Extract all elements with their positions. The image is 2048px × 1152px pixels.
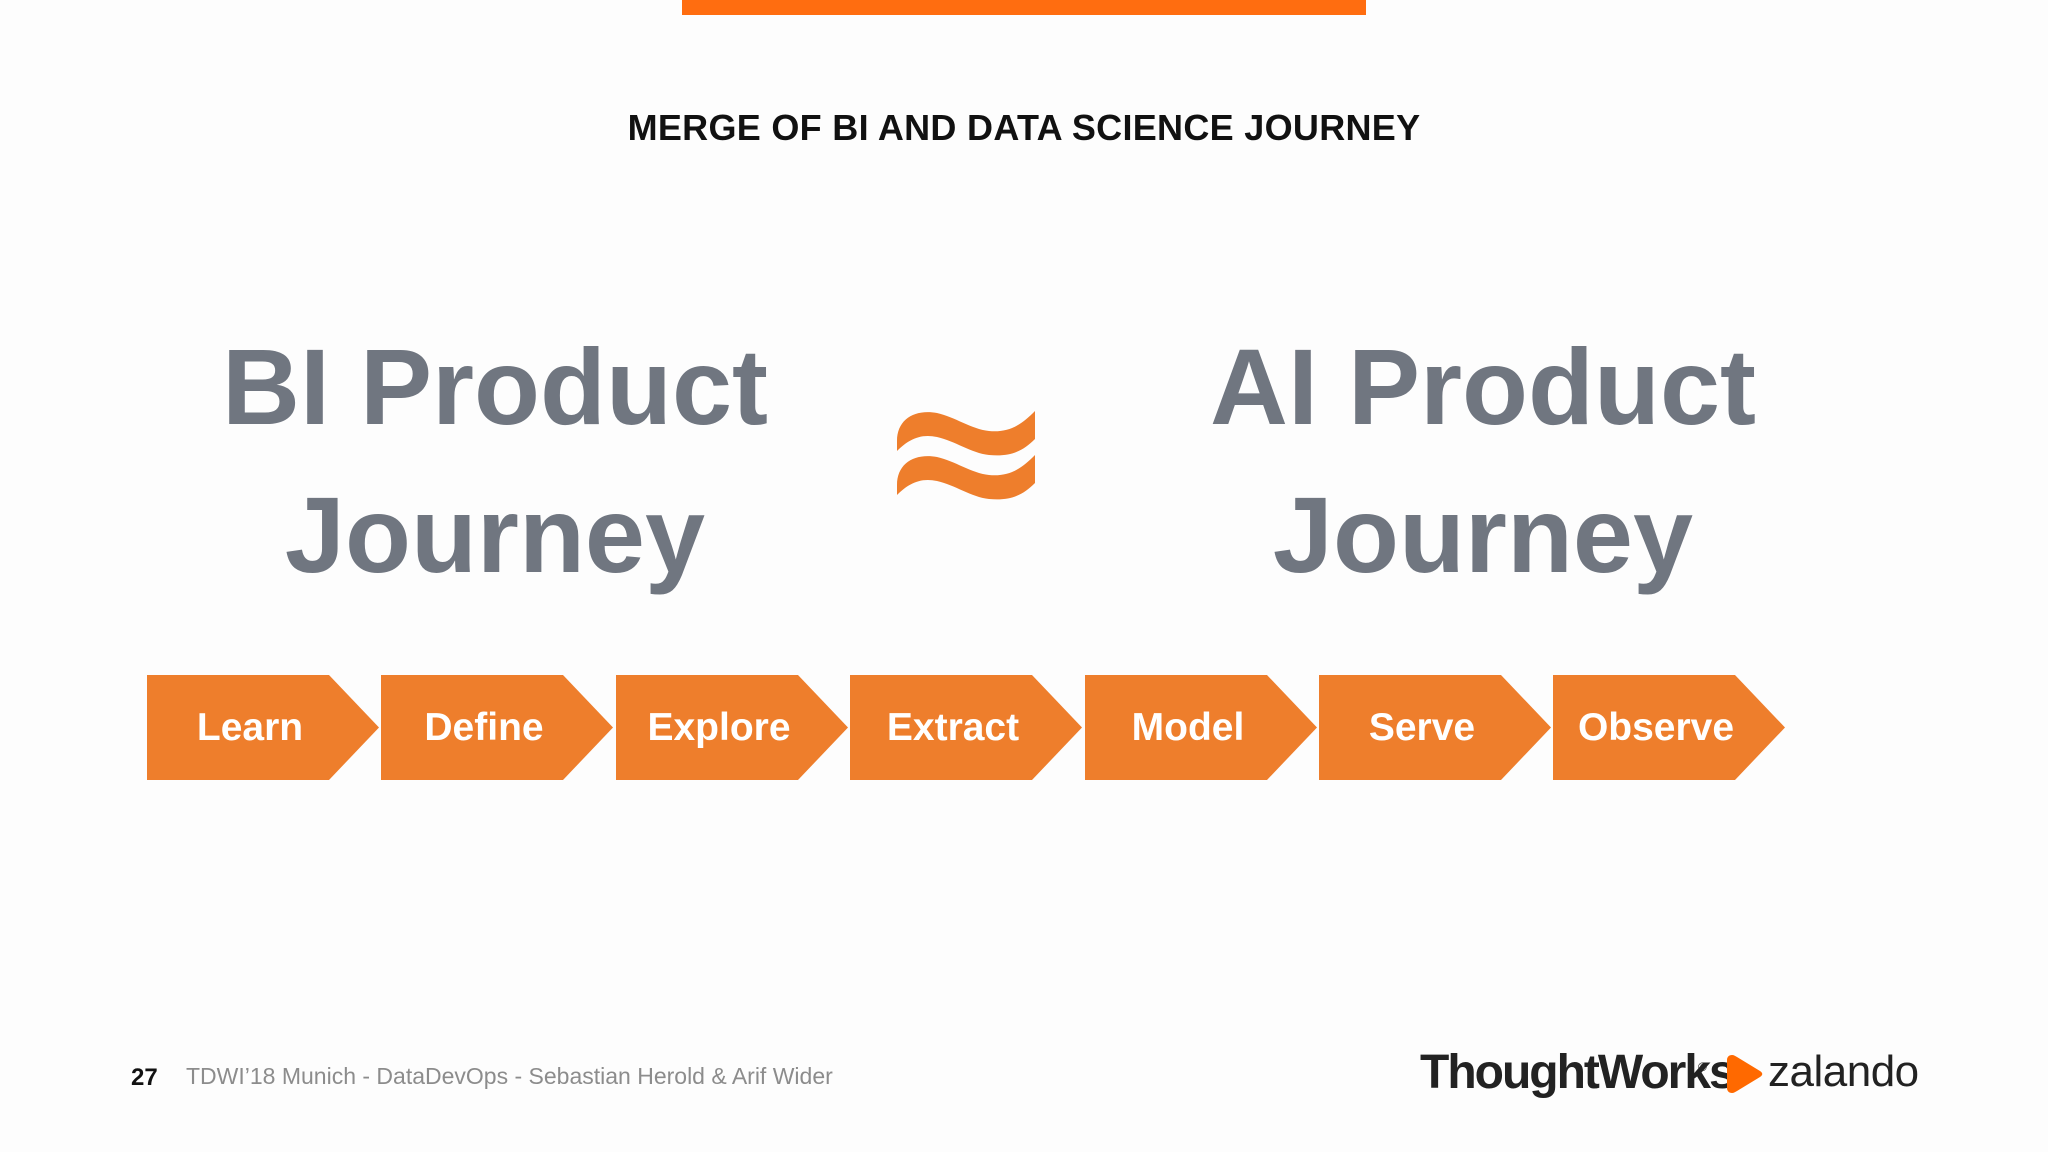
thoughtworks-logo: ThoughtWorks [1420,1046,1736,1099]
step-model: Model [1085,675,1319,780]
step-chevron-shape [850,675,1082,780]
step-explore: Explore [616,675,850,780]
step-label: Observe [1577,706,1735,749]
top-accent-bar [682,0,1366,15]
registered-mark: ® [1698,1060,1707,1074]
step-observe: Observe [1553,675,1787,780]
slide-title: MERGE OF BI AND DATA SCIENCE JOURNEY [627,107,1421,148]
step-chevron-shape [1553,675,1785,780]
step-label: Serve [1368,706,1476,749]
step-serve: Serve [1319,675,1553,780]
step-label: Learn [196,706,304,749]
bi-heading-line1: BI Product [221,326,768,447]
zalando-logo-text: zalando [1768,1047,1919,1096]
bi-heading-line2: Journey [284,474,706,595]
step-extract: Extract [850,675,1084,780]
bi-product-journey-heading: BI Product Journey [165,313,825,609]
step-chevron-shape [616,675,848,780]
step-chevron-shape [1319,675,1551,780]
approximately-equal-icon [897,411,1035,500]
step-define: Define [381,675,615,780]
ai-heading-line1: AI Product [1209,326,1756,447]
step-learn: Learn [147,675,381,780]
zalando-logo-icon [1727,1055,1763,1093]
page-number: 27 [131,1064,158,1091]
step-chevron-shape [147,675,379,780]
process-steps: Learn Define Explore Extract Model Serve… [0,675,2048,780]
step-label: Extract [886,706,1020,749]
step-chevron-shape [1085,675,1317,780]
ai-heading-line2: Journey [1272,474,1694,595]
footer-caption: TDWI’18 Munich - DataDevOps - Sebastian … [186,1063,833,1089]
step-label: Explore [647,706,791,749]
step-chevron-shape [381,675,613,780]
step-label: Model [1131,706,1245,749]
ai-product-journey-heading: AI Product Journey [1153,313,1813,609]
step-label: Define [424,706,544,749]
